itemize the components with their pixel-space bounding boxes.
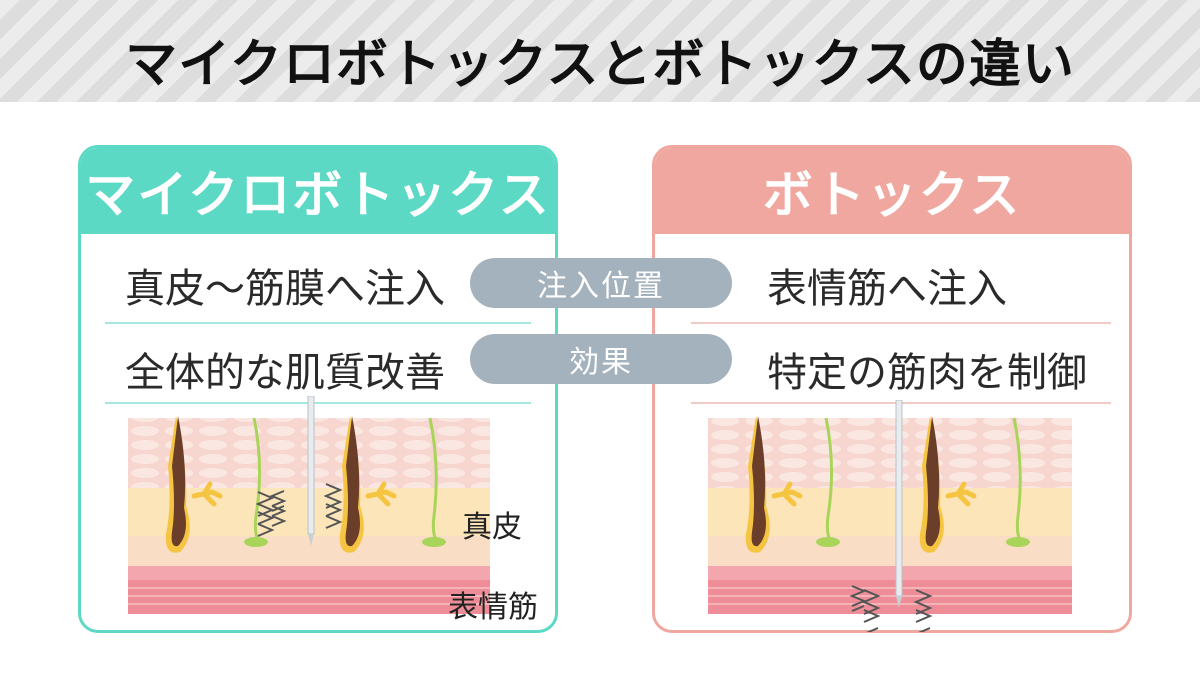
micro-divider-2 <box>105 402 531 404</box>
title-banner: マイクロボトックスとボトックスの違い <box>0 0 1200 102</box>
injection-site-pill: 注入位置 <box>470 258 732 308</box>
effect-zigzag-icon <box>323 483 343 529</box>
botox-skin-illustration <box>708 400 1072 632</box>
effect-zigzag-icon <box>849 585 867 612</box>
botox-header: ボトックス <box>655 148 1129 234</box>
nerve-icon <box>252 417 262 541</box>
micro-botox-header: マイクロボトックス <box>81 148 555 234</box>
effect-zigzag-icon <box>269 490 287 527</box>
effect-zigzag-icon <box>255 491 275 537</box>
nerve-end-icon <box>1006 537 1030 547</box>
fascia-layer <box>128 566 490 580</box>
effect-zigzag-icon <box>913 589 933 632</box>
needle-icon <box>307 396 315 546</box>
muscle-label: 表情筋 <box>448 590 538 625</box>
hair-follicle-icon <box>339 416 397 553</box>
nerve-end-icon <box>422 537 446 547</box>
nerve-icon <box>824 417 834 541</box>
nerve-icon <box>1012 417 1022 541</box>
botox-effect: 特定の筋肉を制御 <box>767 350 1087 396</box>
needle-icon <box>895 400 903 608</box>
page-title: マイクロボトックスとボトックスの違い <box>125 35 1075 95</box>
nerve-icon <box>428 417 438 541</box>
nerve-end-icon <box>244 537 268 547</box>
micro-skin-illustration <box>128 396 490 614</box>
micro-divider-1 <box>105 322 531 324</box>
muscle-layer <box>128 580 490 614</box>
dermis-label: 真皮 <box>462 510 522 545</box>
epidermis-layer <box>708 418 1072 488</box>
effect-pill: 効果 <box>470 334 732 384</box>
nerve-end-icon <box>816 537 840 547</box>
fascia-layer <box>708 566 1072 580</box>
micro-injection-site: 真皮〜筋膜へ注入 <box>125 266 445 312</box>
hair-follicle-icon <box>919 416 977 553</box>
botox-injection-site: 表情筋へ注入 <box>767 266 1007 312</box>
micro-effect: 全体的な肌質改善 <box>125 350 445 396</box>
hair-follicle-icon <box>165 416 223 553</box>
hair-follicle-icon <box>745 416 803 553</box>
muscle-layer <box>708 580 1072 614</box>
botox-divider-1 <box>691 322 1111 324</box>
